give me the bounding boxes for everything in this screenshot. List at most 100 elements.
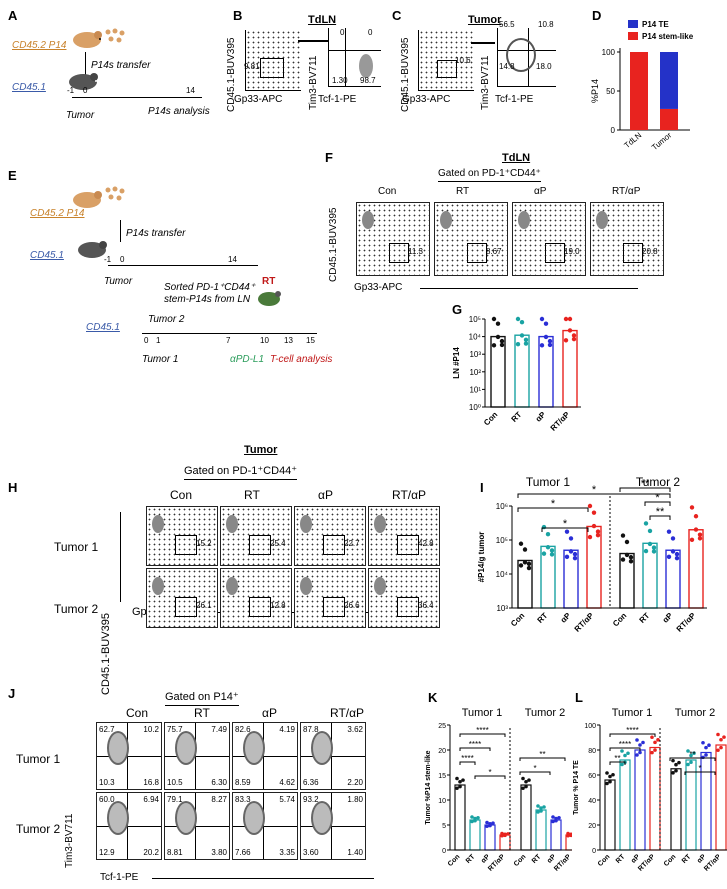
x-tick-label: Con <box>597 853 612 868</box>
tick-e2-13: 13 <box>284 336 293 345</box>
cell-cluster <box>226 577 238 595</box>
cell-cluster <box>300 577 312 595</box>
y-tick-label: 60 <box>588 773 596 780</box>
tick-e-m1: -1 <box>104 255 112 264</box>
q-ul: 82.6 <box>235 725 251 734</box>
data-point <box>524 784 528 789</box>
x-tick-label: RT <box>531 853 543 865</box>
analysis-label: P14s analysis <box>148 106 210 117</box>
data-point <box>554 816 558 821</box>
apdl1-label: αPD-L1 <box>230 354 265 365</box>
gate-value: 19.0 <box>564 247 580 256</box>
data-point <box>624 539 630 545</box>
significance-stars: ** <box>614 754 620 763</box>
rt-label: RT <box>262 276 276 287</box>
timeline-a <box>72 97 202 98</box>
data-point <box>677 760 681 765</box>
panel-letter-h: H <box>8 480 18 495</box>
gate-box <box>397 597 419 617</box>
flow-plot-c2 <box>497 28 556 87</box>
gate-value: 36.4 <box>418 601 434 610</box>
panel-c-title: Tumor <box>468 14 502 26</box>
panel-j-gated: Gated on P14⁺ <box>165 690 239 706</box>
q-ll-c: 14.8 <box>499 62 515 71</box>
x-tick-label: Con <box>482 410 499 427</box>
q-lr: 6.30 <box>211 778 227 787</box>
gate-box <box>323 535 345 555</box>
gate-box <box>249 597 271 617</box>
data-point <box>693 514 699 519</box>
donor-label: CD45.2 P14 <box>12 40 67 51</box>
group-label: Tumor 1 <box>526 475 571 489</box>
q-ll: 10.5 <box>167 778 183 787</box>
panel-letter-b: B <box>233 8 243 23</box>
x-tick-label: Con <box>509 611 526 628</box>
y-tick-label: 10 <box>438 798 446 805</box>
panel-letter-d: D <box>592 8 602 23</box>
x-tick-label: RT <box>615 853 627 865</box>
data-point <box>591 510 597 515</box>
flow-plot-h: 12.8 <box>220 568 292 628</box>
data-point <box>719 737 723 742</box>
cell-cluster <box>152 577 164 595</box>
data-point <box>551 815 555 819</box>
flow-plot-f: 20.8 <box>590 202 664 276</box>
transfer-label: P14s transfer <box>91 60 151 71</box>
panel-c-ylab2: Tim3-BV711 <box>480 55 491 110</box>
transfer-label-e: P14s transfer <box>126 228 186 239</box>
data-point <box>458 784 462 789</box>
data-point <box>515 341 521 347</box>
data-point <box>719 745 723 750</box>
data-point <box>626 751 630 756</box>
x-tick-label: Con <box>447 853 462 868</box>
q-lr: 3.80 <box>211 848 227 857</box>
q-ul: 75.7 <box>167 725 183 734</box>
q-ur: 10.2 <box>143 725 159 734</box>
x-tick-label: αP <box>546 853 558 865</box>
data-point <box>651 545 657 550</box>
q-ur: 5.74 <box>279 795 295 804</box>
y-tick-label: 10³ <box>496 604 508 613</box>
data-point <box>491 316 497 322</box>
col-label-h: RT/αP <box>392 488 427 502</box>
panel-h-ylab: CD45.1-BUV395 <box>100 613 112 695</box>
significance-bracket <box>459 733 506 737</box>
tumor-label-a: Tumor <box>66 110 95 121</box>
data-point <box>671 758 675 763</box>
x-tick-label: RT/αP <box>703 853 723 873</box>
cells-icon <box>104 28 126 44</box>
data-point <box>518 541 524 546</box>
panel-letter-l: L <box>575 690 583 705</box>
tick-14: 14 <box>186 86 195 95</box>
tick-e2-1: 1 <box>156 336 161 345</box>
data-point <box>551 819 555 824</box>
bar <box>520 784 532 851</box>
cell-cluster <box>506 38 536 72</box>
data-point <box>650 735 654 740</box>
bar <box>649 746 661 851</box>
data-point <box>567 328 573 333</box>
q-ul: 93.2 <box>303 795 319 804</box>
x-tick-label: Con <box>513 853 528 868</box>
x-tick-label: αP <box>630 853 642 865</box>
y-tick-label: 10¹ <box>469 385 481 394</box>
y-tick-label: 50 <box>606 87 615 96</box>
gate-box <box>397 535 419 555</box>
transfer-arrow <box>85 52 86 78</box>
data-point <box>689 760 693 765</box>
significance-stars: **** <box>469 740 481 749</box>
significance-bracket <box>609 733 656 737</box>
data-point <box>521 786 525 791</box>
x-tick-label: αP <box>480 853 492 865</box>
significance-stars: ** <box>689 750 695 759</box>
data-point <box>500 833 504 838</box>
data-point <box>547 342 553 348</box>
significance-bracket <box>649 515 671 520</box>
data-point <box>608 774 612 779</box>
data-point <box>485 820 489 825</box>
recipient2-label: CD45.1 <box>86 322 120 333</box>
significance-bracket <box>669 757 716 761</box>
gate-box <box>260 58 284 78</box>
